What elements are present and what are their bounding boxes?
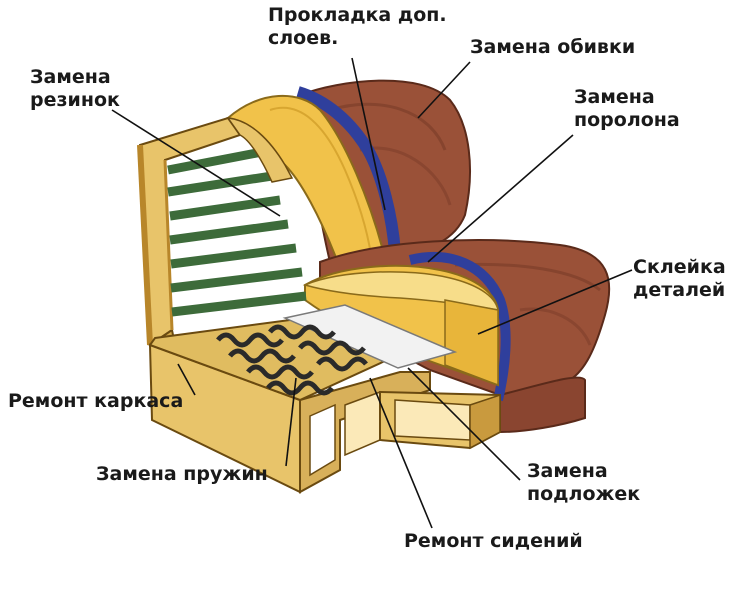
leader-upholstery [417,61,471,119]
label-gluing: Склейка деталей [633,256,726,302]
label-padding-layers: Прокладка доп. слоев. [268,4,447,50]
leader-foam [427,134,574,263]
label-gluing-line1: Склейка [633,256,726,278]
seat-foam [302,264,499,387]
leader-frame-repair [177,363,196,396]
label-elastic-bands-line2: резинок [30,89,120,111]
label-underlays-line1: Замена [527,460,608,482]
label-padding-layers-line2: слоев. [268,27,339,49]
leader-underlays [407,367,521,481]
leader-gluing [477,269,633,335]
label-foam: Замена поролона [574,86,680,132]
leader-lines [111,57,633,529]
back-blue-trim [296,86,401,253]
label-elastic-bands: Замена резинок [30,66,120,112]
frame-back-rail [226,117,294,183]
springs [216,324,368,396]
seat-blue-trim [408,251,511,402]
label-upholstery: Замена обивки [470,36,636,58]
label-seat-repair: Ремонт сидений [404,530,583,552]
label-foam-line2: поролона [574,109,680,131]
label-underlays-line2: подложек [527,483,641,505]
label-padding-layers-line1: Прокладка доп. [268,4,447,26]
label-underlays: Замена подложек [527,460,640,506]
leader-springs [285,377,297,467]
label-foam-line1: Замена [574,86,655,108]
leader-seat-repair [369,377,433,529]
leader-padding-layers [351,57,386,211]
label-springs: Замена пружин [96,463,268,485]
label-frame-repair: Ремонт каркаса [8,390,184,412]
leader-elastic-bands [111,109,281,217]
elastic-bands [167,147,307,317]
label-elastic-bands-line1: Замена [30,66,111,88]
label-gluing-line2: деталей [633,279,726,301]
